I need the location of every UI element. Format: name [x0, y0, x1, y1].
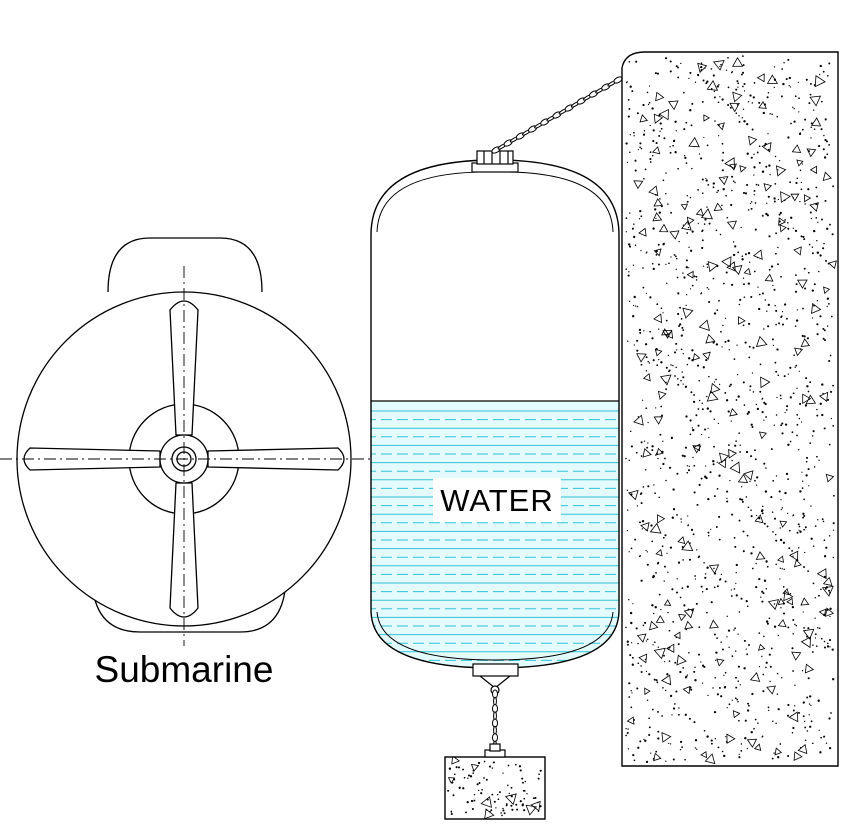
bottom-fitting	[472, 663, 519, 695]
tank-inner-bottom-shell	[376, 611, 614, 661]
water-hatch-lines	[371, 410, 619, 661]
submarine-center-lines	[0, 266, 370, 646]
water-label: WATER	[440, 483, 554, 518]
submarine-bottom-fin	[91, 574, 287, 633]
tank-outer-shell	[370, 159, 620, 669]
submarine-label: Submarine	[95, 649, 274, 690]
ballast-tank	[370, 150, 620, 695]
wall-outline	[621, 51, 839, 767]
anchor-eye	[484, 743, 506, 758]
anchor-block	[444, 743, 546, 820]
anchor-block-outline	[444, 756, 546, 820]
top-fitting	[471, 150, 519, 173]
upper-chain	[491, 76, 623, 154]
submarine-propeller-blades	[23, 300, 345, 618]
water-label-group: WATER	[433, 478, 561, 522]
concrete-wall	[621, 51, 839, 767]
lower-chain	[492, 689, 498, 750]
tank-inner-top-shell	[376, 171, 496, 233]
submarine-top-fin	[107, 237, 263, 293]
